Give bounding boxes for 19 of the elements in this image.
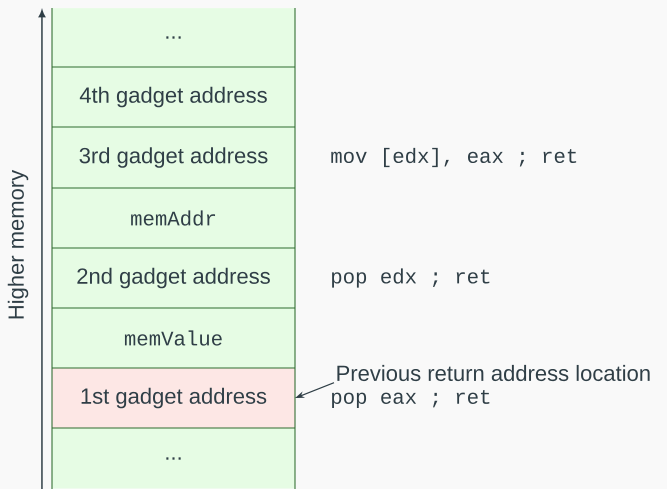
instruction-text: mov [edx], eax ; ret — [331, 148, 576, 168]
node-label: ... — [166, 36, 181, 39]
stack-cell: 3rd gadget address — [51, 126, 296, 189]
node-label: memValue — [124, 330, 222, 346]
node-label: memAddr — [131, 210, 216, 226]
stack-cell: 1st gadget address — [51, 367, 296, 429]
stack-cell: memValue — [51, 307, 296, 369]
node-label: 3rd gadget address — [80, 147, 268, 168]
node-label: 4th gadget address — [80, 86, 267, 108]
stack-cell: 2nd gadget address — [51, 247, 296, 309]
node-label: 2nd gadget address — [77, 268, 270, 288]
stack-cell: ... — [51, 7, 296, 68]
stack-cell: 4th gadget address — [51, 66, 296, 128]
stack-cell: memAddr — [51, 187, 296, 249]
axis-label: Higher memory — [8, 170, 28, 318]
instruction-text: pop eax ; ret — [332, 390, 490, 408]
instruction-text: pop edx ; ret — [332, 268, 490, 288]
annotation-text: Previous return address location — [337, 364, 650, 382]
stack-cell: ... — [51, 427, 296, 489]
